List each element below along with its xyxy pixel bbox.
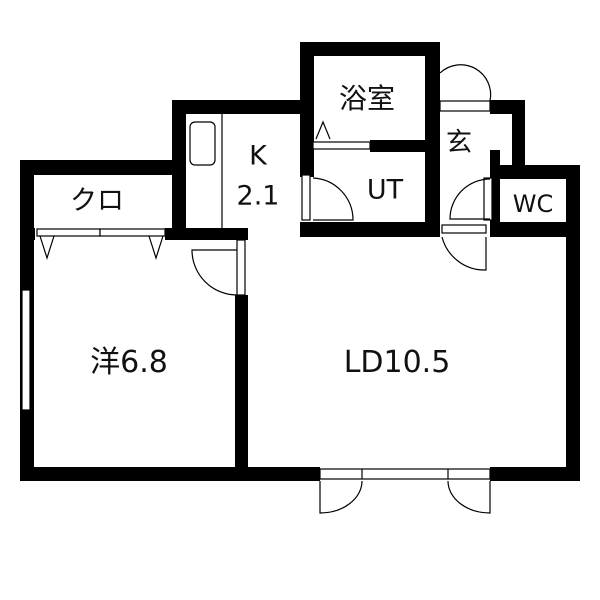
sink-icon [189, 121, 216, 166]
door-swing-ut [312, 177, 354, 221]
door-swing-wc [449, 178, 491, 220]
room-label-toilet: WC [512, 190, 554, 218]
entry-door-frame [439, 100, 491, 112]
fixtures [21, 64, 493, 514]
room-label-living-dining: LD10.5 [343, 345, 451, 380]
sliding-door-left [36, 228, 101, 237]
door-frame-wc [483, 177, 493, 221]
walls [20, 42, 580, 481]
door-swing-western [191, 249, 238, 296]
room-label-utility: UT [366, 174, 404, 206]
sliding-door-right [99, 228, 166, 237]
room-label-bath: 浴室 [338, 82, 396, 115]
window-west [21, 289, 31, 411]
room-label-entrance: 玄 [445, 128, 473, 158]
door-frame-ld [441, 224, 487, 234]
door-frame-ut [301, 174, 311, 221]
room-size-kitchen: 2.1 [236, 180, 280, 212]
entry-door-swing [439, 64, 492, 102]
door-frame-western [236, 239, 246, 296]
room-label-closet: クロ [70, 185, 124, 217]
room-label-kitchen: K [249, 140, 267, 172]
balcony-window [319, 468, 491, 480]
room-label-western: 洋6.8 [90, 345, 168, 380]
door-swing-ld [441, 236, 487, 271]
